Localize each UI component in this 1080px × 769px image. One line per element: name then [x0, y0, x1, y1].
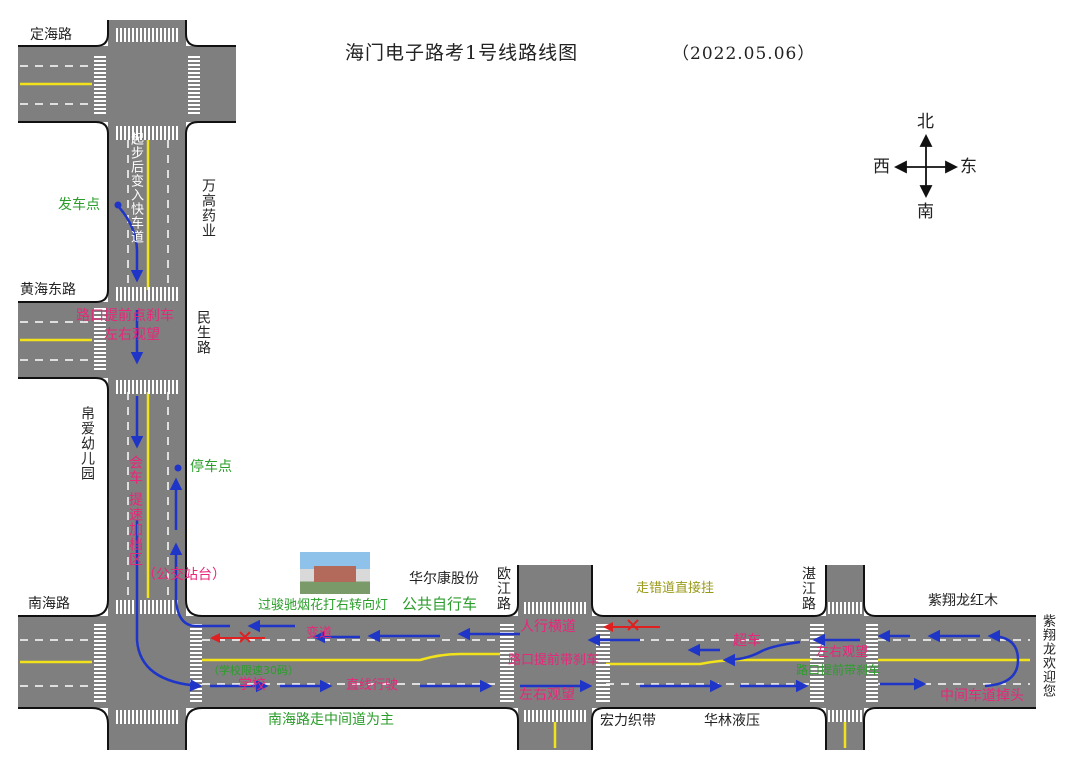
instr-brake-intersection: 路口提前带刹车 — [508, 653, 600, 668]
route-turn-up — [169, 542, 230, 628]
map-title: 海门电子路考1号线路线图 — [345, 42, 579, 64]
road-edges — [18, 20, 1036, 750]
road-minsheng: 民生路 — [195, 310, 211, 355]
compass-east: 东 — [960, 157, 977, 177]
instr-start-merge: 起步后变入快车道 — [128, 132, 143, 244]
instr-school: 学校 — [238, 677, 266, 693]
landmark-zixiang-welcome: 紫翔龙欢迎您 — [1040, 614, 1055, 698]
compass-west: 西 — [873, 157, 890, 177]
route-uturn — [984, 629, 1020, 688]
bus-stop-label: （公交站台） — [142, 567, 226, 583]
road-nanhai: 南海路 — [28, 596, 70, 612]
driving-route — [117, 205, 1020, 693]
wrong-way-markers — [210, 619, 660, 643]
instr-straight: 直线行驶 — [346, 678, 399, 693]
start-point-dot — [114, 201, 122, 209]
lane-dashes — [20, 65, 1030, 687]
compass-icon — [893, 133, 959, 199]
landmark-hongli: 宏力织带 — [600, 713, 656, 729]
road-zhanjiang: 湛江路 — [800, 566, 816, 611]
instr-brake-intersection-2: 路口提前带刹车 — [796, 663, 881, 677]
compass-north: 北 — [917, 112, 934, 132]
start-point-label: 发车点 — [58, 197, 100, 213]
public-bike-label: 公共自行车 — [402, 595, 478, 613]
landmark-huaerkang: 华尔康股份 — [409, 571, 479, 587]
instr-school-limit: （学校限速30码） — [208, 664, 299, 677]
instr-speed-up: 提速加档区 — [127, 492, 143, 567]
map-date: （2022.05.06） — [672, 44, 816, 64]
route-down-seg — [135, 520, 203, 692]
road-oujiang: 欧江路 — [495, 566, 511, 611]
compass-south: 南 — [917, 202, 934, 222]
instr-look-lr-2: 左右观望 — [519, 687, 575, 703]
landmark-wangao: 万高药业 — [200, 178, 216, 238]
landmark-zixiang-hongmu: 紫翔龙红木 — [928, 593, 998, 609]
road-dinghai: 定海路 — [30, 27, 72, 43]
instr-brake-look: 路口提前点刹车 — [76, 308, 174, 324]
instr-overtake: 超车 — [733, 633, 761, 649]
instr-crosswalk: 人行横道 — [520, 619, 576, 635]
instr-nanhai-middle: 南海路走中间道为主 — [268, 712, 394, 728]
instr-wrong-lane: 走错道直接挂 — [636, 581, 715, 596]
landmark-hualin: 华林液压 — [704, 713, 760, 729]
instr-look-lr-3: 左右观望 — [816, 645, 869, 660]
instr-meet: 会车 — [127, 455, 143, 485]
stop-point-dot — [174, 464, 182, 472]
building-photo — [300, 552, 370, 594]
route-start-merge — [117, 205, 144, 283]
road-huanghai-east: 黄海东路 — [20, 282, 76, 298]
crosswalks — [94, 28, 878, 724]
instr-lane-change: 变道 — [306, 626, 333, 641]
stop-point-label: 停车点 — [190, 459, 232, 475]
landmark-fuai: 帛爱幼儿园 — [79, 406, 95, 481]
route-back-overtake — [722, 640, 801, 667]
yellow-center-lines — [20, 82, 1030, 748]
instr-look-lr-1: 左右观望 — [104, 327, 160, 343]
instr-turn-signal: 过骏驰烟花打右转向灯 — [258, 598, 389, 613]
instr-uturn: 中间车道掉头 — [940, 688, 1024, 704]
